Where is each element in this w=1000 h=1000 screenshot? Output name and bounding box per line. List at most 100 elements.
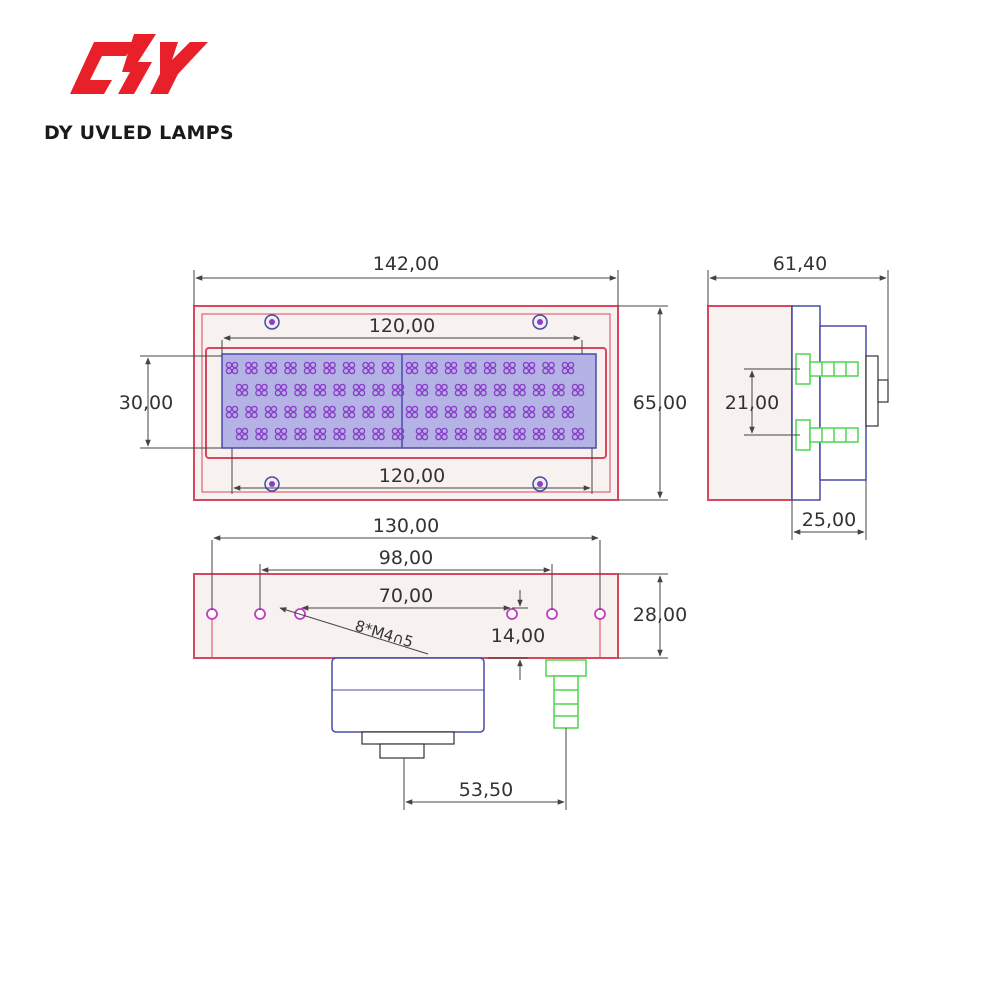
fitting-upper: [795, 353, 859, 385]
led-chip: [542, 361, 555, 375]
led-chip: [342, 405, 356, 419]
bottom-rear-cover: [331, 657, 485, 733]
dim-side-depth: 61,40: [773, 253, 827, 275]
led-chip: [454, 383, 468, 397]
led-chip: [274, 383, 288, 397]
led-chip: [503, 361, 516, 375]
led-chip: [245, 361, 258, 375]
led-chip: [474, 427, 487, 441]
led-chip: [264, 361, 278, 375]
led-chip: [425, 361, 438, 375]
led-chip: [513, 427, 526, 441]
dim-bottom-mid-span: 98,00: [379, 547, 433, 569]
led-chip: [303, 405, 317, 419]
led-chip: [444, 405, 458, 419]
dim-bottom-thickness: 28,00: [633, 604, 687, 626]
dim-connector-offset: 53,50: [459, 779, 513, 801]
dim-bottom-inner-span: 70,00: [379, 585, 433, 607]
led-chip: [362, 405, 375, 419]
bottom-hole-5: [546, 608, 558, 620]
led-chip: [571, 427, 585, 441]
led-chip: [513, 383, 526, 397]
led-chip: [522, 405, 536, 419]
front-window-frame: [205, 347, 607, 459]
dim-led-window-height: 30,00: [119, 392, 173, 414]
led-chip: [522, 361, 536, 375]
bottom-connector: [361, 731, 455, 745]
led-chip: [552, 383, 565, 397]
led-chip: [435, 427, 448, 441]
led-chip: [333, 383, 346, 397]
led-chip: [454, 427, 468, 441]
dy-logo-icon: [70, 34, 208, 94]
led-chip: [493, 427, 507, 441]
dim-hole-offset: 14,00: [491, 625, 545, 647]
led-chip: [391, 383, 405, 397]
led-chip: [225, 361, 239, 375]
led-chip: [313, 383, 327, 397]
front-housing-inner: [201, 313, 611, 493]
led-chip-grid: [225, 361, 585, 441]
led-chip: [444, 361, 458, 375]
mount-hole-top-left-core: [269, 319, 275, 325]
dim-overall-width: 142,00: [373, 253, 439, 275]
dim-side-rear-depth: 25,00: [802, 509, 856, 531]
logo-shape-right: [150, 42, 208, 94]
led-chip: [352, 427, 366, 441]
led-chip: [225, 405, 239, 419]
mount-hole-top-right-core: [537, 319, 543, 325]
led-chip: [415, 383, 429, 397]
side-connector: [865, 355, 879, 427]
led-chip: [493, 383, 507, 397]
led-chip: [542, 405, 555, 419]
led-chip: [405, 405, 419, 419]
led-chip: [561, 361, 575, 375]
led-chip: [362, 361, 375, 375]
brand-name: DY UVLED LAMPS: [44, 122, 234, 144]
led-chip: [313, 427, 327, 441]
led-chip: [425, 405, 438, 419]
side-rear-plate: [791, 305, 821, 501]
led-chip: [372, 427, 385, 441]
dim-bottom-outer-span: 130,00: [373, 515, 439, 537]
bottom-fitting: [545, 659, 587, 729]
led-chip: [294, 383, 307, 397]
led-chip: [323, 405, 336, 419]
bottom-hole-1: [206, 608, 218, 620]
dim-overall-height: 65,00: [633, 392, 687, 414]
led-chip: [235, 427, 249, 441]
led-chip: [381, 361, 395, 375]
front-view: 142,00 120,00 30,00 65,00 120,00: [119, 253, 687, 501]
led-chip: [474, 383, 487, 397]
led-chip: [235, 383, 249, 397]
led-chip: [274, 427, 288, 441]
led-chip: [561, 405, 575, 419]
logo-shape-mid: [118, 34, 156, 94]
dim-inlet-spacing: 21,00: [725, 392, 779, 414]
led-chip: [435, 383, 448, 397]
led-chip: [255, 427, 268, 441]
led-chip: [405, 361, 419, 375]
bottom-hole-6: [594, 608, 606, 620]
side-rear-cover: [819, 325, 867, 481]
led-chip: [342, 361, 356, 375]
led-chip: [571, 383, 585, 397]
dim-led-window-width: 120,00: [369, 315, 435, 337]
led-chip: [464, 361, 477, 375]
led-chip: [532, 383, 546, 397]
led-chip: [415, 427, 429, 441]
led-chip: [294, 427, 307, 441]
led-chip: [532, 427, 546, 441]
led-chip: [264, 405, 278, 419]
led-chip: [245, 405, 258, 419]
side-view: 61,40 21,00 25,00: [707, 253, 889, 540]
led-chip: [284, 361, 297, 375]
led-chip: [323, 361, 336, 375]
logo-shape-left: [70, 42, 136, 94]
led-chip: [303, 361, 317, 375]
led-chip: [381, 405, 395, 419]
mount-hole-bottom-left-core: [269, 481, 275, 487]
led-chip: [391, 427, 405, 441]
